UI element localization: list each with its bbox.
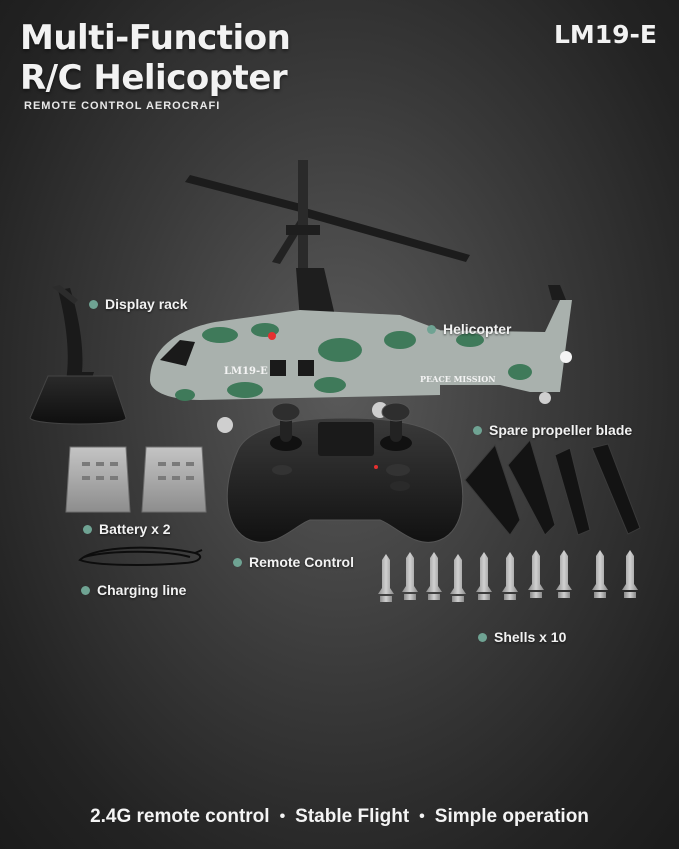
helicopter-model <box>150 160 572 433</box>
label-battery: Battery x 2 <box>83 521 171 537</box>
product-subtitle: REMOTE CONTROL AEROCRAFI <box>24 100 221 112</box>
model-number: LM19-E <box>553 20 657 49</box>
title-line-2: R/C Helicopter <box>20 58 288 98</box>
feature-strip: 2.4G remote control • Stable Flight • Si… <box>0 806 679 828</box>
display-rack <box>29 285 127 425</box>
bullet-dot-icon <box>89 299 98 309</box>
feature-stable: Stable Flight <box>295 806 410 827</box>
label-remote-control: Remote Control <box>233 554 354 570</box>
shells <box>378 550 638 602</box>
label-display-rack: Display rack <box>89 296 188 312</box>
label-spare-blade-text: Spare propeller blade <box>489 422 633 438</box>
helicopter-tail-marking: PEACE MISSION <box>420 374 496 384</box>
feature-simple: Simple operation <box>434 806 589 827</box>
label-helicopter-text: Helicopter <box>443 321 512 337</box>
spare-propeller-blades <box>464 438 641 536</box>
bullet-dot-icon <box>81 585 90 595</box>
bullet-dot-icon <box>83 524 92 534</box>
bullet-dot-icon <box>473 425 482 435</box>
remote-control <box>226 402 464 543</box>
battery-pack <box>65 446 207 513</box>
label-battery-text: Battery x 2 <box>99 521 171 537</box>
charging-cable <box>78 546 203 566</box>
feature-separator: • <box>279 808 286 825</box>
helicopter-side-marking: LM19-E <box>224 366 268 377</box>
title-line-1: Multi-Function <box>20 18 291 58</box>
label-charging-line-text: Charging line <box>97 582 187 598</box>
label-remote-control-text: Remote Control <box>249 554 354 570</box>
label-shells-text: Shells x 10 <box>494 629 567 645</box>
bullet-dot-icon <box>478 632 487 642</box>
label-shells: Shells x 10 <box>478 629 566 645</box>
bullet-dot-icon <box>233 557 242 567</box>
label-charging-line: Charging line <box>81 582 186 598</box>
label-display-rack-text: Display rack <box>105 296 188 312</box>
feature-remote: 2.4G remote control <box>90 806 270 827</box>
product-title: Multi-Function R/C Helicopter <box>20 18 291 98</box>
feature-separator: • <box>419 808 425 825</box>
label-helicopter: Helicopter <box>427 321 511 337</box>
bullet-dot-icon <box>427 324 436 334</box>
label-spare-blade: Spare propeller blade <box>473 422 632 438</box>
